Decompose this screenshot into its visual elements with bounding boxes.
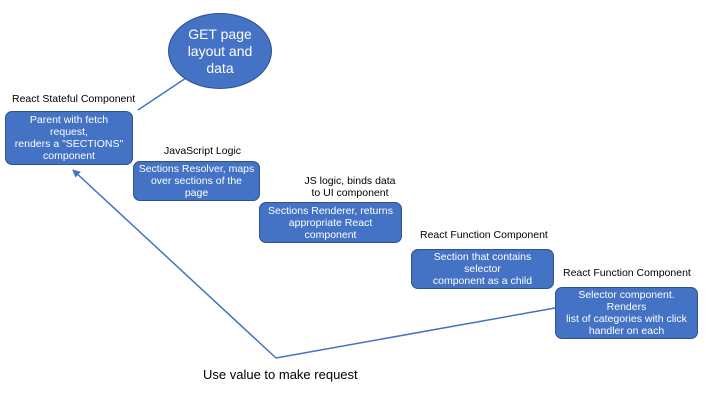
react-function-component-label-2: React Function Component — [563, 267, 691, 279]
js-logic-binds-data-label: JS logic, binds data to UI component — [304, 175, 396, 199]
arrow-to-parent — [72, 169, 277, 359]
sections-resolver-node: Sections Resolver, maps over sections of… — [133, 161, 260, 201]
sections-renderer-node: Sections Renderer, returns appropriate R… — [259, 202, 402, 243]
arrow-from-selector — [275, 307, 556, 359]
javascript-logic-label: JavaScript Logic — [164, 145, 242, 157]
get-page-layout-node: GET page layout and data — [168, 13, 272, 89]
selector-component-node: Selector component. Renders list of cate… — [555, 287, 698, 339]
react-stateful-component-label: React Stateful Component — [12, 93, 136, 105]
use-value-caption: Use value to make request — [203, 367, 358, 382]
react-function-component-label-1: React Function Component — [420, 229, 548, 241]
parent-component-node: Parent with fetch request, renders a "SE… — [5, 111, 133, 165]
arrow-parent-to-get-layout — [137, 73, 193, 111]
section-node: Section that contains selector component… — [411, 249, 554, 289]
